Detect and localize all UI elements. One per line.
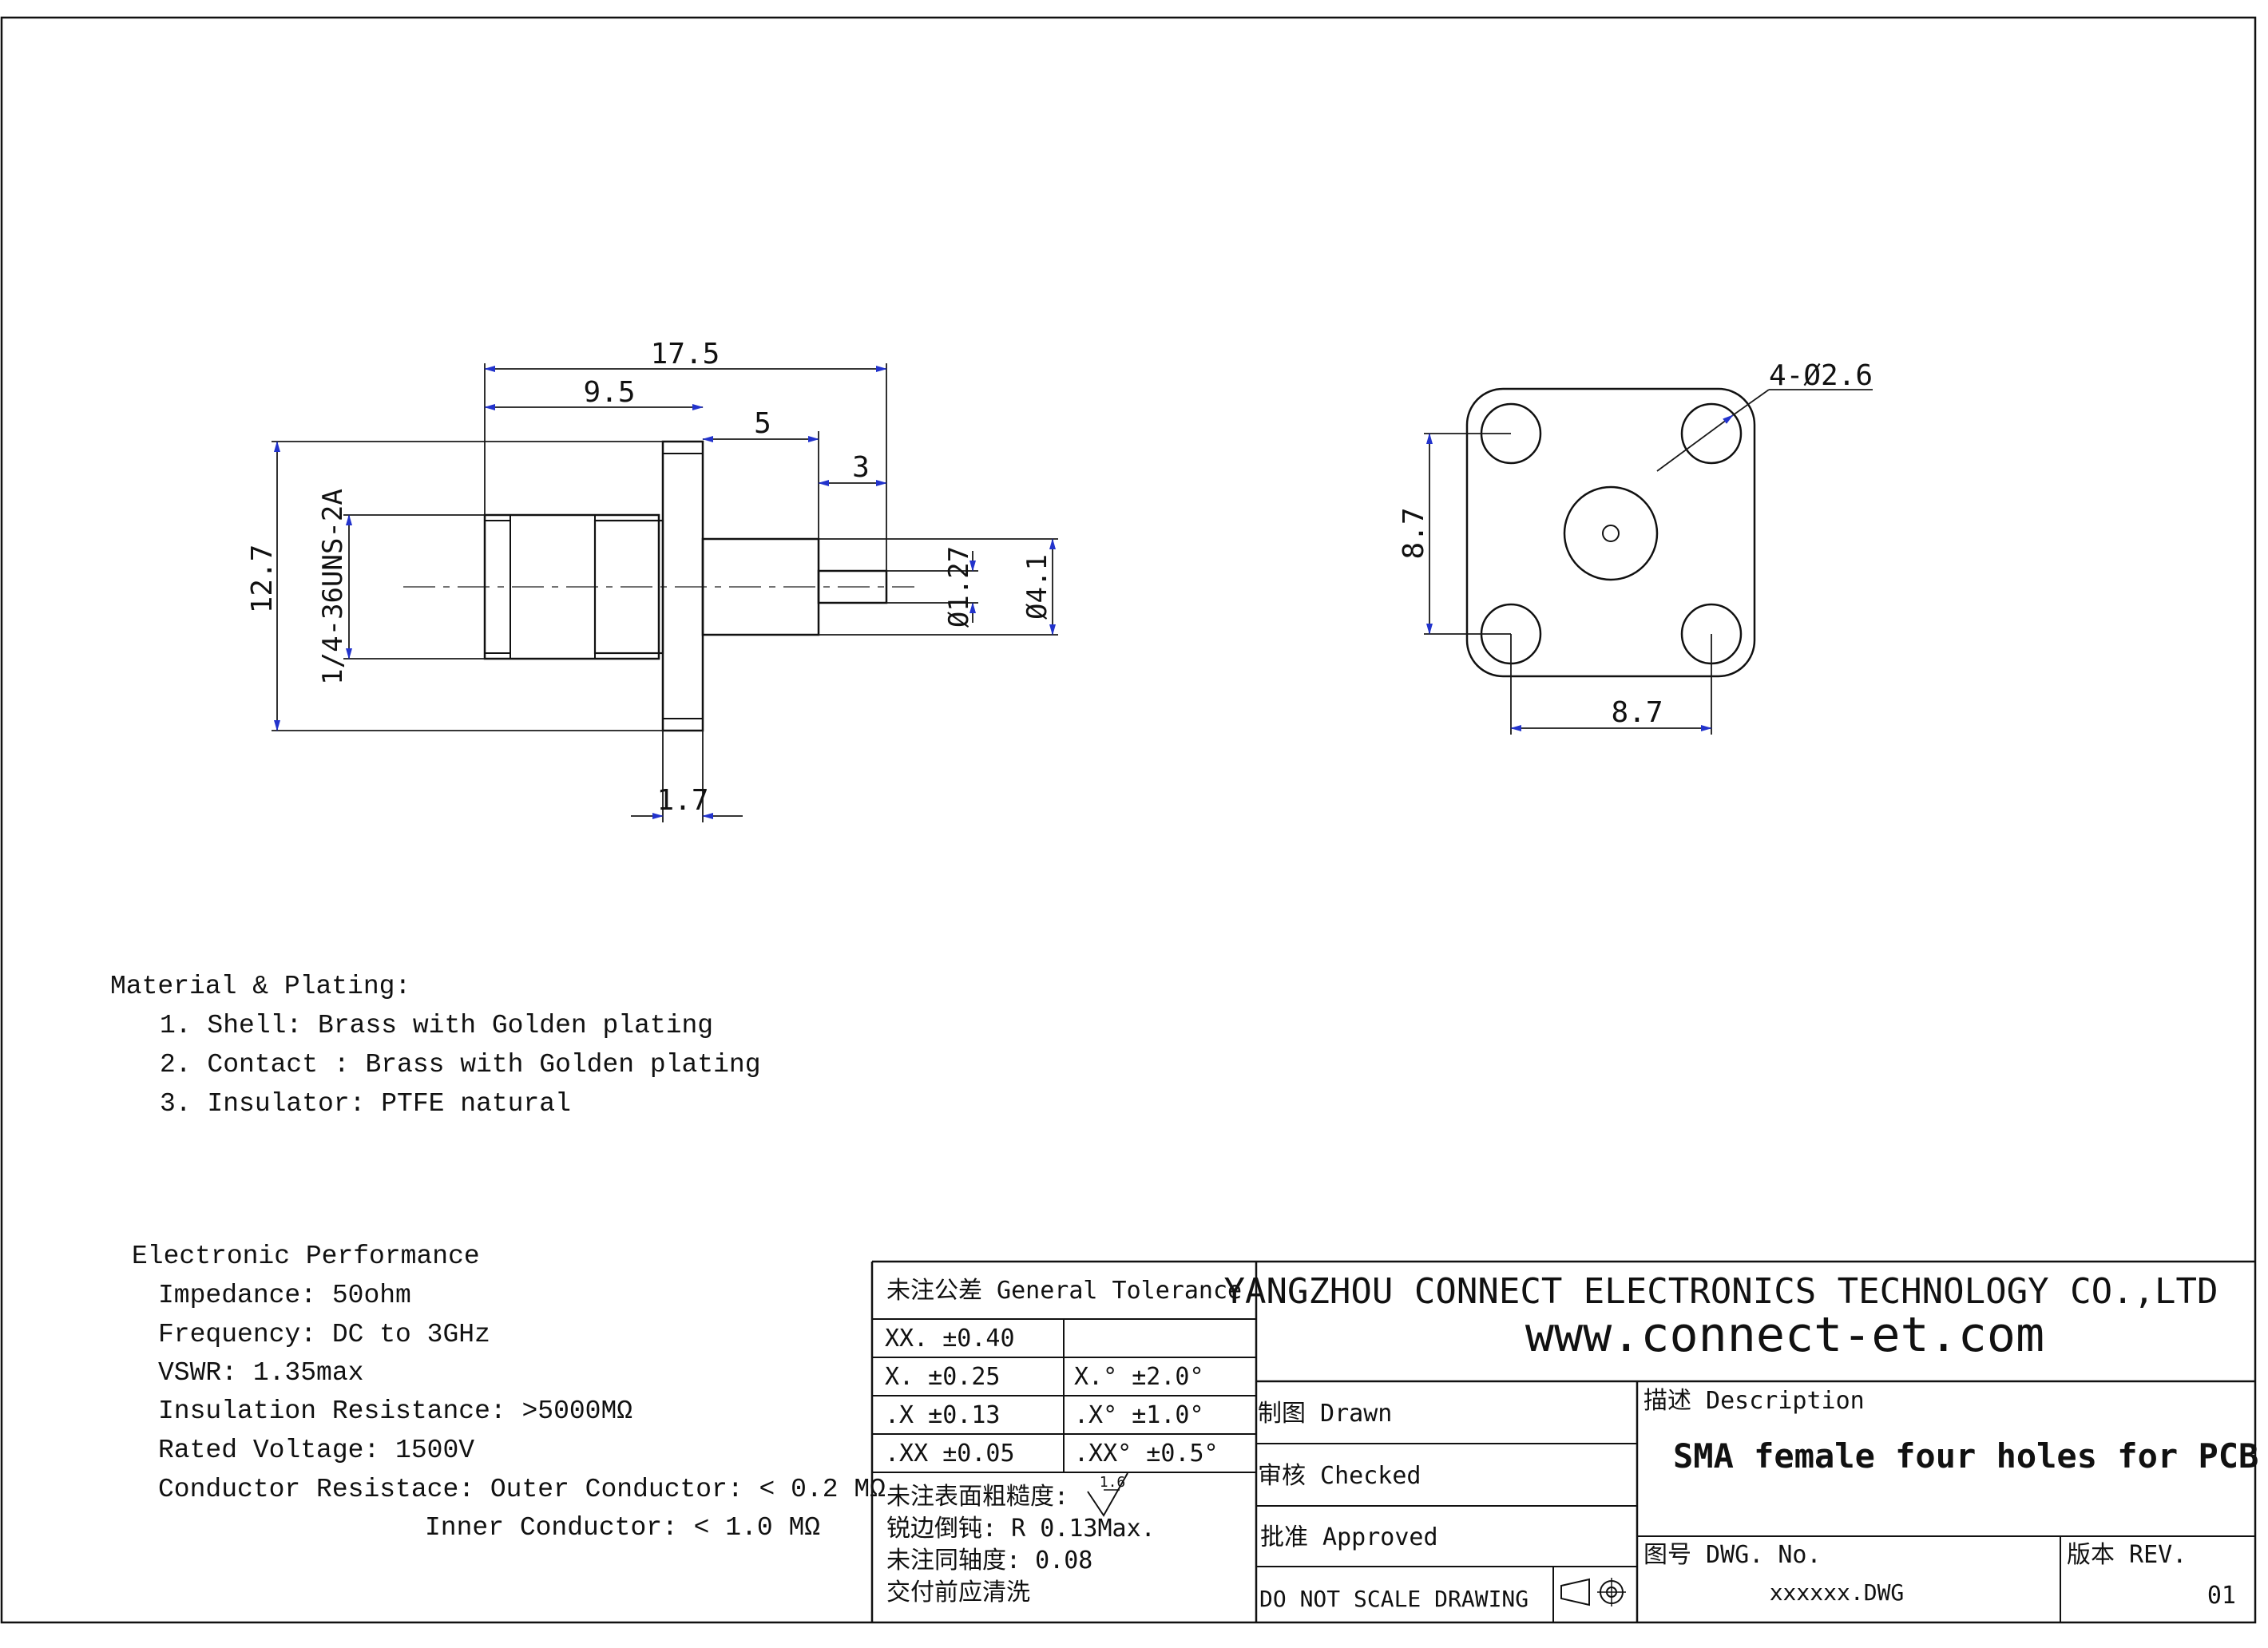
side-view: 17.5 9.5 5 3 12.7 1/4-36UNS-2A Ø1.27 Ø4.…: [246, 338, 1058, 822]
material-item: 1. Shell: Brass with Golden plating: [160, 1011, 713, 1040]
projection-symbol-icon: [1560, 1578, 1626, 1606]
chamfer-note: 锐边倒钝: R 0.13Max.: [886, 1515, 1156, 1543]
material-item: 2. Contact : Brass with Golden plating: [160, 1050, 761, 1080]
dim-post-diameter: Ø4.1: [1021, 554, 1053, 620]
clean-note: 交付前应清洗: [886, 1579, 1030, 1606]
tolerance-cell: .X ±0.13: [885, 1401, 1001, 1429]
tolerance-cell: XX. ±0.40: [885, 1325, 1015, 1353]
description-label: 描述 Description: [1644, 1387, 1865, 1415]
electronic-item: Frequency: DC to 3GHz: [158, 1320, 490, 1349]
dim-hole-spacing-horizontal: 8.7: [1611, 696, 1663, 729]
electronic-item: Inner Conductor: < 1.0 MΩ: [425, 1513, 820, 1543]
roughness-note: 未注表面粗糙度:: [886, 1483, 1069, 1511]
dim-overall-length: 17.5: [651, 338, 720, 370]
tolerance-cell: .XX° ±0.5°: [1074, 1440, 1219, 1468]
electronic-title: Electronic Performance: [132, 1242, 480, 1271]
electronic-item: Insulation Resistance: >5000MΩ: [158, 1396, 632, 1426]
coaxiality-note: 未注同轴度: 0.08: [886, 1547, 1092, 1575]
front-view: 4-Ø2.6 8.7 8.7: [1398, 359, 1873, 735]
approved-label: 批准 Approved: [1260, 1523, 1438, 1551]
dim-post-length: 5: [754, 407, 771, 440]
electronic-item: Conductor Resistace: Outer Conductor: < …: [158, 1475, 886, 1504]
rev-label: 版本 REV.: [2067, 1541, 2187, 1569]
electronic-item: Impedance: 50ohm: [158, 1281, 411, 1310]
drawn-label: 制图 Drawn: [1258, 1400, 1392, 1428]
electronic-notes: Electronic Performance Impedance: 50ohm …: [132, 1242, 886, 1543]
tolerance-header: 未注公差 General Tolerance: [886, 1277, 1242, 1305]
no-scale-note: DO NOT SCALE DRAWING: [1259, 1586, 1529, 1612]
dim-pin-length: 3: [852, 451, 870, 484]
roughness-value: 1.6: [1100, 1474, 1126, 1491]
dim-mount-holes: 4-Ø2.6: [1769, 359, 1873, 392]
dim-flange-thickness: 1.7: [656, 784, 708, 817]
roughness-symbol-icon: 1.6: [1087, 1472, 1128, 1517]
dim-flange-height: 12.7: [246, 545, 279, 614]
dwg-number: xxxxxx.DWG: [1770, 1579, 1905, 1606]
electronic-item: Rated Voltage: 1500V: [158, 1436, 474, 1465]
part-description: SMA female four holes for PCB: [1673, 1436, 2258, 1476]
sheet-border: [0, 16, 2257, 1624]
tolerance-cell: X. ±0.25: [885, 1363, 1001, 1391]
tolerance-cell: .XX ±0.05: [885, 1440, 1015, 1468]
dim-pin-diameter: Ø1.27: [943, 546, 975, 628]
checked-label: 审核 Checked: [1258, 1462, 1421, 1490]
rev-number: 01: [2207, 1582, 2236, 1610]
company-name: YANGZHOU CONNECT ELECTRONICS TECHNOLOGY …: [1223, 1271, 2218, 1312]
tolerance-cell: X.° ±2.0°: [1074, 1363, 1204, 1391]
tolerance-cell: .X° ±1.0°: [1074, 1401, 1204, 1429]
dim-hole-spacing-vertical: 8.7: [1398, 507, 1430, 559]
material-notes: Material & Plating: 1. Shell: Brass with…: [110, 972, 761, 1119]
material-item: 3. Insulator: PTFE natural: [160, 1089, 571, 1119]
dim-thread-spec: 1/4-36UNS-2A: [317, 489, 349, 685]
electronic-item: VSWR: 1.35max: [158, 1358, 363, 1388]
company-website: www.connect-et.com: [1525, 1307, 2044, 1363]
dwg-label: 图号 DWG. No.: [1644, 1541, 1822, 1569]
dim-body-length: 9.5: [583, 376, 635, 409]
title-block: 未注公差 General Tolerance XX. ±0.40 X. ±0.2…: [870, 1260, 2258, 1622]
material-title: Material & Plating:: [110, 972, 410, 1001]
